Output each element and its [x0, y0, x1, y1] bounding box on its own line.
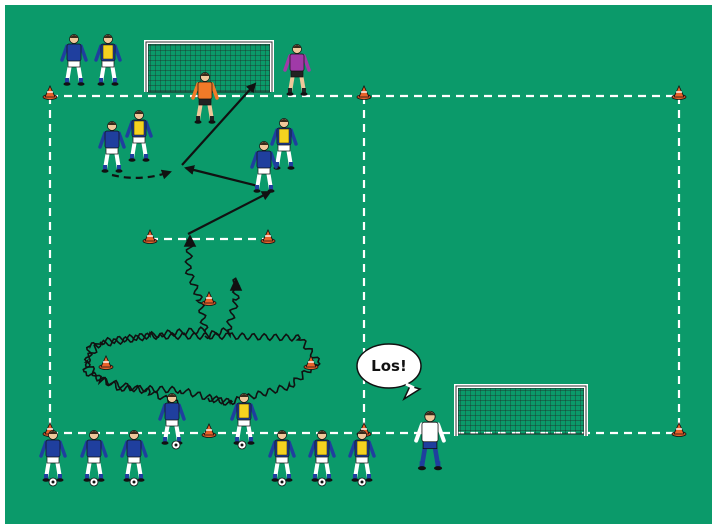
soccer-ball-icon [130, 478, 138, 486]
soccer-ball-icon [238, 441, 246, 449]
soccer-ball-icon [49, 478, 57, 486]
soccer-ball-icon [90, 478, 98, 486]
soccer-ball-icon [358, 478, 366, 486]
soccer-ball-icon [318, 478, 326, 486]
goal-net-icon [458, 388, 584, 434]
soccer-ball-icon [278, 478, 286, 486]
speech-bubble-text: Los! [371, 357, 407, 375]
soccer-ball-icon [172, 441, 180, 449]
right-goal [456, 386, 586, 436]
